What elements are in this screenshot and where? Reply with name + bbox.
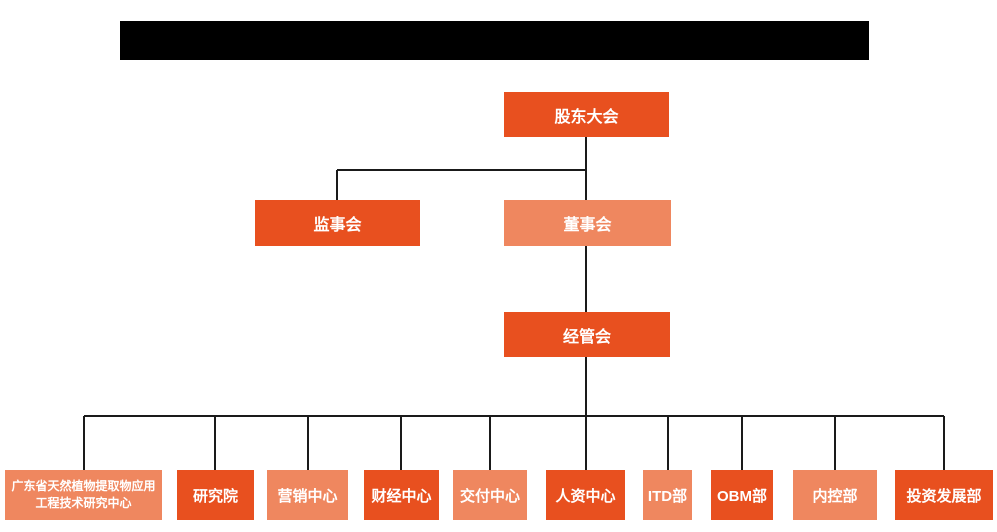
org-node-dept-itd: ITD部 [643,470,692,520]
org-node-label: 营销中心 [277,487,338,505]
org-node-dept-delivery-center: 交付中心 [453,470,527,520]
org-node-label: 股东大会 [554,108,619,126]
org-node-dept-hr-center: 人资中心 [546,470,625,520]
org-node-label: 投资发展部 [906,487,982,505]
org-node-dept-obm: OBM部 [711,470,773,520]
org-node-label: 研究院 [192,487,238,505]
org-node-dept-investment-development: 投资发展部 [895,470,993,520]
org-node-label: 交付中心 [459,487,520,505]
org-node-dept-research-institute: 研究院 [177,470,254,520]
redacted-title-bar [120,21,869,60]
org-node-label: 内控部 [812,487,858,505]
org-node-label: ITD部 [647,487,688,505]
org-node-management-committee: 经管会 [504,312,670,357]
org-node-label: 董事会 [563,217,612,234]
org-node-label: 广东省天然植物提取物应用工程技术研究中心 [11,478,156,510]
org-node-label: 经管会 [562,328,611,346]
org-node-label: 监事会 [313,217,362,234]
org-node-shareholders-meeting: 股东大会 [504,92,669,137]
org-node-label: 人资中心 [555,487,616,505]
org-node-dept-finance-center: 财经中心 [364,470,439,520]
org-node-dept-internal-control: 内控部 [793,470,877,520]
org-node-label: 财经中心 [371,487,432,505]
org-node-supervisory-board: 监事会 [255,200,420,246]
org-node-dept-marketing-center: 营销中心 [267,470,348,520]
org-node-dept-research-center: 广东省天然植物提取物应用工程技术研究中心 [5,470,162,520]
org-node-board-of-directors: 董事会 [504,200,671,246]
org-node-label: OBM部 [717,487,767,505]
